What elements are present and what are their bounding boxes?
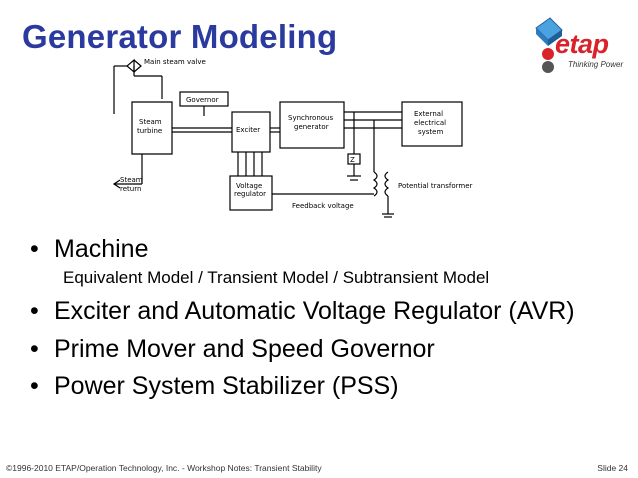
label-external-3: system	[418, 128, 443, 136]
generator-block-diagram: Main steam valve Governor Steam turbine …	[112, 58, 473, 218]
bullet-list: • Machine Equivalent Model / Transient M…	[30, 234, 630, 401]
label-steam-turbine-1: Steam	[139, 118, 162, 126]
etap-logo: etap Thinking Power	[528, 14, 628, 76]
label-external-1: External	[414, 110, 443, 118]
label-sync-gen-2: generator	[294, 123, 329, 131]
label-z: Z	[350, 156, 355, 164]
bullet-pss: • Power System Stabilizer (PSS)	[30, 371, 630, 401]
slide-number: Slide 24	[597, 463, 628, 473]
bullet-exciter-avr: • Exciter and Automatic Voltage Regulato…	[30, 296, 630, 326]
label-exciter: Exciter	[236, 126, 260, 134]
label-main-steam-valve: Main steam valve	[144, 58, 206, 66]
label-potential-transformer: Potential transformer	[398, 182, 473, 190]
transformer-primary-coil	[372, 171, 378, 197]
bullet-machine-subtext: Equivalent Model / Transient Model / Sub…	[63, 268, 490, 287]
logo-wordmark: etap	[555, 29, 609, 59]
label-sync-gen-1: Synchronous	[288, 114, 333, 122]
label-steam-return-2: return	[120, 185, 141, 193]
logo-tagline: Thinking Power	[568, 60, 624, 69]
bullet-dot: •	[30, 335, 39, 363]
bullet-dot: •	[30, 297, 39, 325]
bullet-text: Power System Stabilizer (PSS)	[54, 372, 399, 400]
label-steam-turbine-2: turbine	[137, 127, 162, 135]
label-feedback-voltage: Feedback voltage	[292, 202, 354, 210]
bullet-dot: •	[30, 235, 39, 263]
steam-turbine-block	[131, 101, 173, 155]
label-steam-return-1: Steam	[120, 176, 143, 184]
synchronous-generator-block	[279, 101, 345, 149]
bullet-prime-mover: • Prime Mover and Speed Governor	[30, 334, 630, 364]
bullet-machine: • Machine	[30, 234, 630, 264]
label-external-2: electrical	[414, 119, 446, 127]
transformer-secondary-coil	[384, 171, 390, 197]
bullet-text: Machine	[54, 235, 149, 263]
label-voltage-reg-2: regulator	[234, 190, 266, 198]
label-voltage-reg-1: Voltage	[236, 182, 262, 190]
voltage-regulator-block	[229, 175, 273, 211]
bullet-text: Exciter and Automatic Voltage Regulator …	[54, 297, 575, 325]
footer-copyright: ©1996-2010 ETAP/Operation Technology, In…	[6, 463, 322, 473]
slide-title: Generator Modeling	[22, 18, 338, 55]
bullet-dot: •	[30, 372, 39, 400]
bullet-text: Prime Mover and Speed Governor	[54, 335, 435, 363]
external-system-block	[401, 101, 463, 147]
label-governor: Governor	[186, 96, 219, 104]
logo-emblem-icon	[535, 17, 563, 73]
